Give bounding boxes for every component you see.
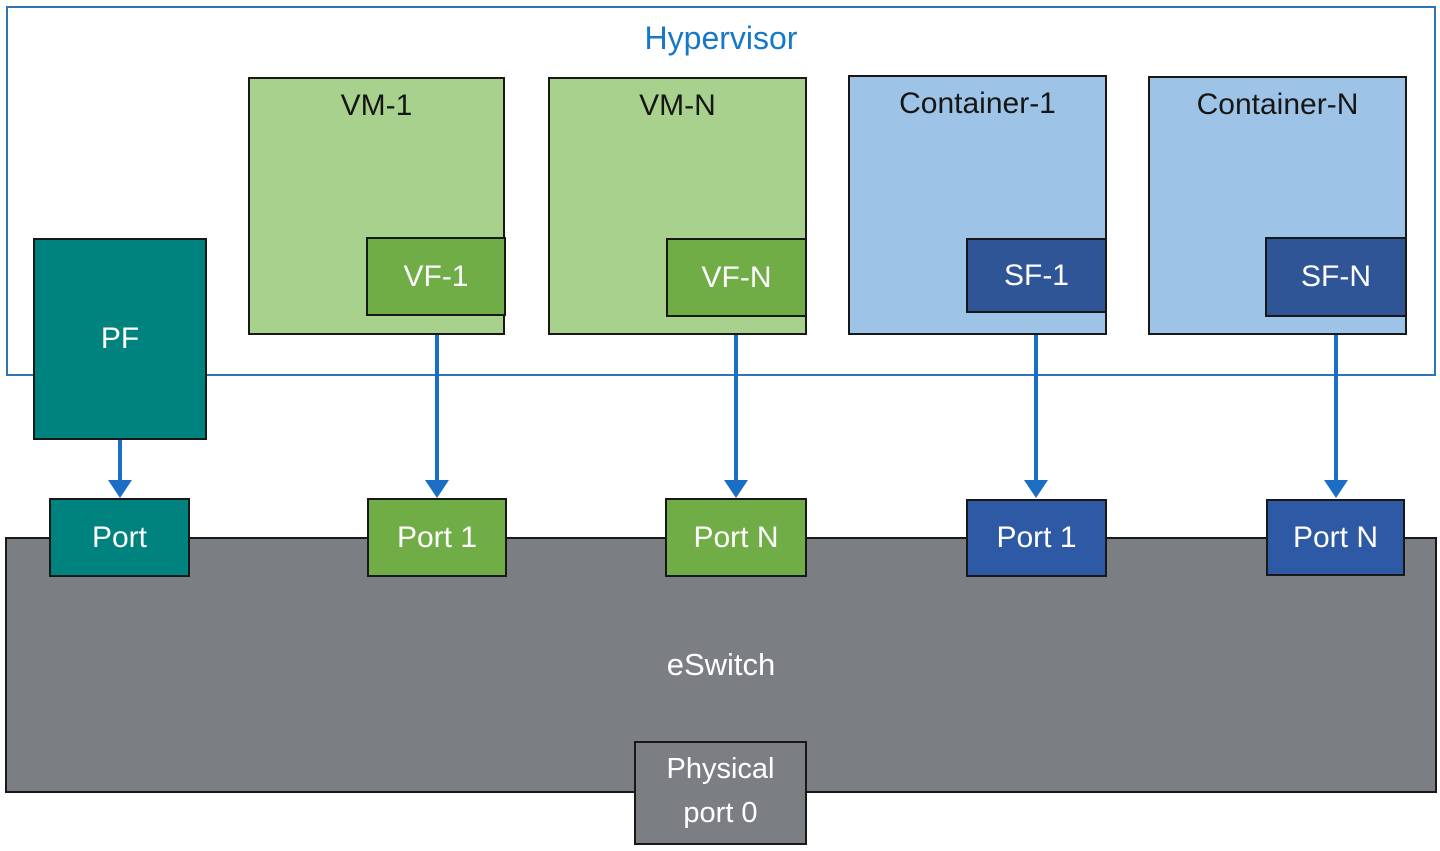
container-n-label: Container-N (1196, 88, 1359, 121)
arrow-head (425, 480, 449, 498)
sf-port-n-label: Port N (1292, 520, 1379, 554)
vf-1-box: VF-1 (366, 237, 506, 316)
sf-port-1-label: Port 1 (996, 521, 1077, 554)
arrow-head (1324, 480, 1348, 498)
vm-n-label: VM-N (639, 89, 716, 122)
pf-label: PF (100, 322, 140, 355)
arrow-line (1034, 335, 1038, 482)
vf-n-label: VF-N (701, 260, 772, 294)
arrow-line (1334, 335, 1338, 482)
sf-1-label: SF-1 (1003, 258, 1069, 292)
container-1-label: Container-1 (899, 87, 1056, 120)
vf-port-n-label: Port N (693, 520, 779, 554)
container-1-box: Container-1 SF-1 (848, 75, 1107, 335)
sf-n-label: SF-N (1301, 260, 1371, 293)
pf-port-box: Port (49, 498, 190, 577)
hypervisor-title: Hypervisor (644, 20, 798, 56)
vf-n-box: VF-N (666, 238, 807, 317)
physical-port-0-line2: port 0 (683, 797, 758, 829)
sf-1-box: SF-1 (966, 238, 1107, 313)
vf-port-1-label: Port 1 (396, 520, 478, 554)
arrow-line (435, 335, 439, 482)
sf-n-box: SF-N (1265, 237, 1407, 317)
vf-1-label: VF-1 (403, 259, 469, 293)
vf-port-n-box: Port N (665, 498, 807, 577)
arrow-line (734, 335, 738, 482)
arrow-line (118, 440, 122, 482)
arrow-head (108, 480, 132, 498)
container-n-box: Container-N SF-N (1148, 76, 1407, 335)
physical-port-0-box: Physical port 0 (634, 741, 807, 845)
sf-port-n-box: Port N (1266, 499, 1405, 576)
vm-1-label: VM-1 (340, 89, 413, 122)
physical-port-0-line1: Physical (666, 753, 775, 785)
pf-box: PF (33, 238, 207, 440)
arrow-head (1024, 480, 1048, 498)
eswitch-label: eSwitch (666, 647, 776, 682)
pf-port-label: Port (91, 520, 148, 554)
arrow-head (724, 480, 748, 498)
vm-1-box: VM-1 VF-1 (248, 77, 506, 335)
vf-port-1-box: Port 1 (367, 498, 507, 577)
vm-n-box: VM-N VF-N (548, 77, 807, 335)
sf-port-1-box: Port 1 (966, 499, 1107, 577)
